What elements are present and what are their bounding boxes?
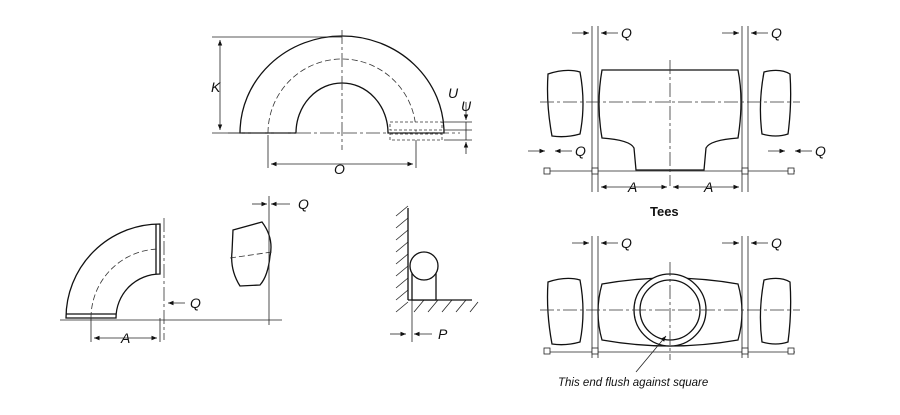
label-q-tee-top-left: Q bbox=[621, 25, 632, 41]
tee2-foot-3 bbox=[741, 347, 749, 355]
straightedge-upper bbox=[389, 121, 443, 131]
flush-end-caption: This end flush against square bbox=[558, 377, 708, 389]
label-q-tee-mid-left: Q bbox=[575, 143, 586, 159]
label-q-tee2-right: Q bbox=[771, 235, 782, 251]
tee-foot-3 bbox=[741, 167, 749, 175]
elbow-centerline bbox=[90, 248, 161, 319]
label-u-1: U bbox=[448, 85, 459, 101]
return-bend-centerline bbox=[267, 58, 417, 134]
label-q-elbow: Q bbox=[190, 295, 201, 311]
tee2-foot-1 bbox=[543, 347, 551, 355]
wall-hatching bbox=[395, 205, 409, 313]
detail-end-shape bbox=[231, 221, 272, 287]
tee2-left-end-cap bbox=[546, 277, 584, 346]
tee-right-end-cap bbox=[759, 69, 792, 137]
tee-side-view: Q Q Q Q A A Tees bbox=[528, 25, 826, 219]
tee-left-end-cap bbox=[546, 69, 584, 138]
label-p: P bbox=[438, 326, 448, 342]
label-o: O bbox=[334, 161, 345, 177]
tee-foot-4 bbox=[787, 167, 795, 175]
tee2-foot-2 bbox=[591, 347, 599, 355]
tee-foot-1 bbox=[543, 167, 551, 175]
flush-end-leader bbox=[635, 335, 667, 373]
return-bend-figure: K O U U bbox=[211, 30, 472, 177]
label-a-elbow: A bbox=[120, 330, 130, 346]
tee-top-view: Q Q This end flush against square bbox=[540, 235, 800, 389]
label-a-tee-right: A bbox=[703, 179, 713, 195]
floor-hatching bbox=[413, 299, 479, 313]
label-k: K bbox=[211, 79, 221, 95]
return-bend-body bbox=[239, 35, 445, 134]
tee2-right-end-cap bbox=[759, 277, 792, 345]
tee-foot-2 bbox=[591, 167, 599, 175]
elbow-body bbox=[65, 223, 161, 319]
label-q-detail: Q bbox=[298, 196, 309, 212]
label-u-2: U bbox=[461, 98, 472, 114]
label-a-tee-left: A bbox=[627, 179, 637, 195]
tees-title: Tees bbox=[650, 204, 679, 219]
tee2-foot-4 bbox=[787, 347, 795, 355]
pipe-circle bbox=[409, 251, 439, 281]
label-q-tee-top-right: Q bbox=[771, 25, 782, 41]
detail-centerline bbox=[229, 251, 273, 259]
square-gauge-figure: P bbox=[390, 205, 479, 342]
elbow-figure: A Q bbox=[60, 218, 282, 346]
straightedge-lower bbox=[389, 133, 443, 141]
elbow-end-detail: Q bbox=[229, 196, 309, 325]
label-q-tee2-left: Q bbox=[621, 235, 632, 251]
label-q-tee-mid-right: Q bbox=[815, 143, 826, 159]
